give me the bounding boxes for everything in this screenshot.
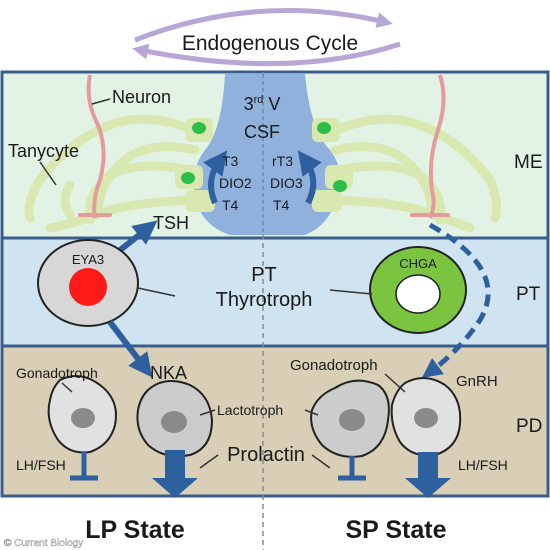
third-ventricle-shape <box>193 74 341 235</box>
neuron-left <box>86 74 106 219</box>
tanycyte-dot-l1 <box>192 122 206 134</box>
zone-label-me: ME <box>514 152 543 173</box>
label-lhfsh-right: LH/FSH <box>458 457 508 473</box>
zone-label-pt: PT <box>516 284 541 305</box>
tanycyte-dot-r1 <box>317 122 331 134</box>
pointer-gonadotroph-right <box>384 373 406 393</box>
label-gonadotroph-left: Gonadotroph <box>16 365 98 381</box>
cycle-arc-bottom <box>132 41 401 67</box>
credit-watermark: © Current Biology <box>4 538 83 549</box>
pointer-lactotroph-left <box>199 409 216 416</box>
sp-state-label: SP State <box>346 516 447 544</box>
label-prolactin: Prolactin <box>227 444 305 466</box>
gonadotroph-nucleus-right <box>414 408 438 428</box>
label-lhfsh-left: LH/FSH <box>16 457 66 473</box>
tanycyte-body-l3 <box>185 190 215 212</box>
label-gnrh: GnRH <box>456 373 498 390</box>
lactotroph-nucleus-left <box>161 411 187 433</box>
tanycyte-body-r3 <box>312 190 342 212</box>
dashed-arrow-right <box>421 222 491 378</box>
pointer-tanycyte <box>39 161 57 186</box>
eya3-nucleus <box>69 268 107 306</box>
label-tsh: TSH <box>153 213 189 233</box>
pointer-prolactin-right <box>311 454 331 469</box>
pointer-gonadotroph-left <box>61 382 73 393</box>
dio3-cycle-arrow <box>297 150 322 205</box>
label-t4-right: T4 <box>273 197 290 213</box>
tanycyte-dot-r2 <box>333 180 347 192</box>
ventricle-title: 3rd V <box>244 94 281 114</box>
label-chga: CHGA <box>399 256 437 271</box>
chga-nucleus <box>395 274 441 314</box>
tanycyte-right <box>313 114 502 233</box>
label-pt: PT <box>251 264 277 286</box>
pointer-thyrotroph-left <box>137 287 176 297</box>
label-dio3: DIO3 <box>270 175 303 191</box>
inhibition-right <box>338 456 366 481</box>
cycle-arc-top <box>134 8 393 43</box>
nka-arrow <box>107 320 153 378</box>
label-thyrotroph: Thyrotroph <box>216 289 313 311</box>
lhfsh-arrow-right <box>405 452 451 498</box>
gonadotroph-nucleus-left <box>71 408 95 428</box>
tanycyte-dot-l2 <box>181 172 195 184</box>
cycle-label: Endogenous Cycle <box>182 32 358 55</box>
inhibition-left <box>70 452 98 481</box>
label-tanycyte: Tanycyte <box>8 141 79 161</box>
label-gonadotroph-right: Gonadotroph <box>290 357 378 374</box>
label-nka: NKA <box>150 363 187 383</box>
dio2-cycle-arrow <box>203 150 228 205</box>
label-neuron: Neuron <box>112 87 171 107</box>
label-t4-left: T4 <box>222 197 239 213</box>
label-eya3: EYA3 <box>72 252 104 267</box>
endogenous-cycle: Endogenous Cycle <box>132 8 401 67</box>
label-lactotroph: Lactotroph <box>217 402 283 418</box>
prolactin-arrow-left <box>152 450 198 498</box>
label-rt3-right: rT3 <box>272 153 293 169</box>
ventricle-csf: CSF <box>244 122 280 142</box>
lp-state-label: LP State <box>85 516 185 544</box>
label-dio2: DIO2 <box>219 175 252 191</box>
tanycyte-left <box>24 114 215 233</box>
pointer-lactotroph-right <box>304 409 319 416</box>
pointer-neuron <box>91 98 111 105</box>
label-t3-left: T3 <box>222 153 239 169</box>
pointer-thyrotroph-right <box>329 289 373 295</box>
neuron-right <box>428 74 446 219</box>
pointer-prolactin-left <box>199 454 219 469</box>
lactotroph-nucleus-right <box>339 409 365 431</box>
zone-label-pd: PD <box>516 416 542 437</box>
